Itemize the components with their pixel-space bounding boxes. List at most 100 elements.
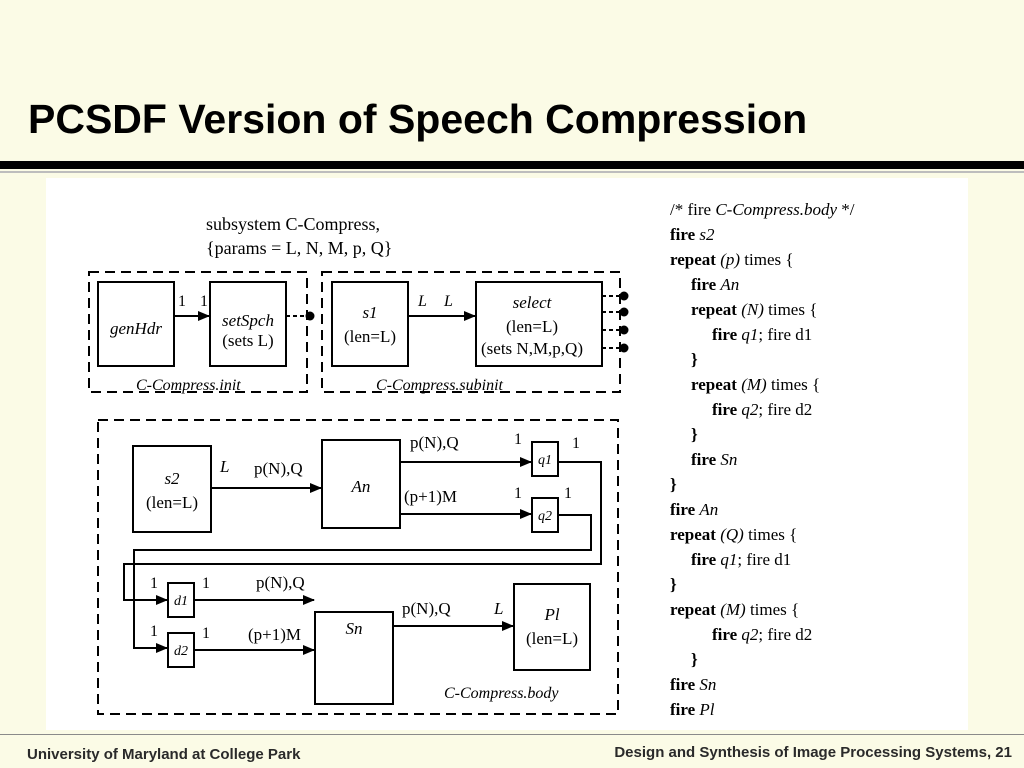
edge-genhdr-out-rate: 1 xyxy=(178,293,186,310)
schedule-actor: (Q) xyxy=(720,525,744,544)
schedule-actor: An xyxy=(720,275,740,294)
schedule-line: } xyxy=(670,475,677,495)
schedule-actor: q1 xyxy=(720,550,738,569)
edge-an-q1-rate: p(N),Q xyxy=(410,433,459,452)
schedule-tail: times { xyxy=(743,525,798,544)
schedule-actor: Sn xyxy=(699,675,717,694)
init-label: C-Compress.init xyxy=(136,377,241,394)
body-label: C-Compress.body xyxy=(444,685,559,702)
schedule-line: repeat (N) times { xyxy=(691,300,817,320)
schedule-tail: ; fire d2 xyxy=(758,400,813,419)
schedule-line: repeat (M) times { xyxy=(670,600,799,620)
schedule-tail: ; fire d1 xyxy=(758,325,813,344)
s1-label: s1 xyxy=(362,303,377,322)
param-dot-4 xyxy=(619,343,629,353)
title-rule-shadow xyxy=(0,171,1024,173)
schedule-keyword: repeat xyxy=(670,600,721,619)
schedule-line: repeat (p) times { xyxy=(670,250,794,270)
schedule-line: } xyxy=(691,425,698,445)
schedule-actor: An xyxy=(699,500,719,519)
edge-an-q1-in: 1 xyxy=(514,431,522,448)
s2-sub: (len=L) xyxy=(146,493,198,512)
an-label: An xyxy=(351,477,371,496)
subsystem-line2: {params = L, N, M, p, Q} xyxy=(206,238,392,258)
edge-d2-sn-rate: (p+1)M xyxy=(248,625,301,644)
param-dot-3 xyxy=(619,325,629,335)
schedule-line: fire q1; fire d1 xyxy=(691,550,791,570)
schedule-actor: q1 xyxy=(741,325,759,344)
schedule-keyword: fire xyxy=(712,325,742,344)
schedule-keyword: /* fire xyxy=(670,200,716,219)
sn-node xyxy=(314,611,394,705)
title-rule xyxy=(0,161,1024,169)
schedule-keyword: fire xyxy=(712,625,742,644)
schedule-keyword: fire xyxy=(712,400,742,419)
schedule-tail: ; fire d2 xyxy=(758,625,813,644)
schedule-line: fire q2; fire d2 xyxy=(712,400,812,420)
pl-node xyxy=(513,583,591,671)
schedule-keyword: repeat xyxy=(691,375,742,394)
schedule-actor: (M) xyxy=(741,375,767,394)
setspch-node xyxy=(209,281,287,367)
select-node xyxy=(475,281,603,367)
subsystem-line1: subsystem C-Compress, xyxy=(206,214,380,234)
pl-sub: (len=L) xyxy=(526,629,578,648)
edge-pl-in-rate: L xyxy=(493,599,503,618)
init-group xyxy=(88,271,308,393)
schedule-keyword: fire xyxy=(670,700,700,719)
schedule-tail: ; fire d1 xyxy=(737,550,792,569)
schedule-line: fire Sn xyxy=(691,450,737,470)
edge-d2-in: 1 xyxy=(150,623,158,640)
schedule-actor: C-Compress.body xyxy=(715,200,838,219)
schedule-tail: times { xyxy=(763,300,818,319)
param-dot xyxy=(305,311,315,321)
schedule-line: fire q1; fire d1 xyxy=(712,325,812,345)
schedule-keyword: fire xyxy=(691,275,721,294)
edge-d1-in: 1 xyxy=(150,575,158,592)
q2-label: q2 xyxy=(538,509,552,524)
schedule-line: fire An xyxy=(691,275,739,295)
schedule-keyword: } xyxy=(670,475,677,494)
q1-label: q1 xyxy=(538,453,552,468)
param-dot-2 xyxy=(619,307,629,317)
schedule-line: fire Pl xyxy=(670,700,715,720)
edge-q1-d1 xyxy=(123,461,602,605)
schedule-line: } xyxy=(691,650,698,670)
schedule-line: fire s2 xyxy=(670,225,715,245)
edge-q1-out: 1 xyxy=(572,435,580,452)
genhdr-label: genHdr xyxy=(110,319,162,338)
subinit-label: C-Compress.subinit xyxy=(376,377,504,394)
edge-d1-sn-rate: p(N),Q xyxy=(256,573,305,592)
schedule-keyword: repeat xyxy=(670,525,721,544)
an-node xyxy=(321,439,401,529)
schedule-actor: (M) xyxy=(720,600,746,619)
schedule-actor: s2 xyxy=(699,225,715,244)
schedule-actor: q2 xyxy=(741,625,759,644)
schedule-line: /* fire C-Compress.body */ xyxy=(670,200,855,220)
schedule-keyword: } xyxy=(670,575,677,594)
edge-sn-pl-rate: p(N),Q xyxy=(402,599,451,618)
schedule-actor: q2 xyxy=(741,400,759,419)
edge-an-q2-rate: (p+1)M xyxy=(404,487,457,506)
schedule-actor: Sn xyxy=(720,450,738,469)
edge-q2-d2 xyxy=(133,514,592,653)
edge-d1-out: 1 xyxy=(202,575,210,592)
schedule-actor: Pl xyxy=(699,700,715,719)
q1-node xyxy=(531,441,559,477)
body-group xyxy=(97,419,619,715)
schedule-keyword: } xyxy=(691,350,698,369)
figure-panel: subsystem C-Compress, {params = L, N, M,… xyxy=(46,178,968,730)
schedule-line: repeat (Q) times { xyxy=(670,525,797,545)
edge-genhdr-in-rate: 1 xyxy=(200,293,208,310)
dataflow-diagram: subsystem C-Compress, {params = L, N, M,… xyxy=(88,214,629,715)
setspch-label: setSpch xyxy=(222,311,274,330)
schedule-tail: times { xyxy=(745,600,800,619)
schedule-keyword: fire xyxy=(691,550,721,569)
genhdr-node xyxy=(97,281,175,367)
schedule-keyword: } xyxy=(691,425,698,444)
pl-label: Pl xyxy=(543,605,559,624)
param-dot-1 xyxy=(619,291,629,301)
edge-d2-out: 1 xyxy=(202,625,210,642)
schedule-tail: times { xyxy=(740,250,794,269)
footer-right: Design and Synthesis of Image Processing… xyxy=(614,744,1012,761)
